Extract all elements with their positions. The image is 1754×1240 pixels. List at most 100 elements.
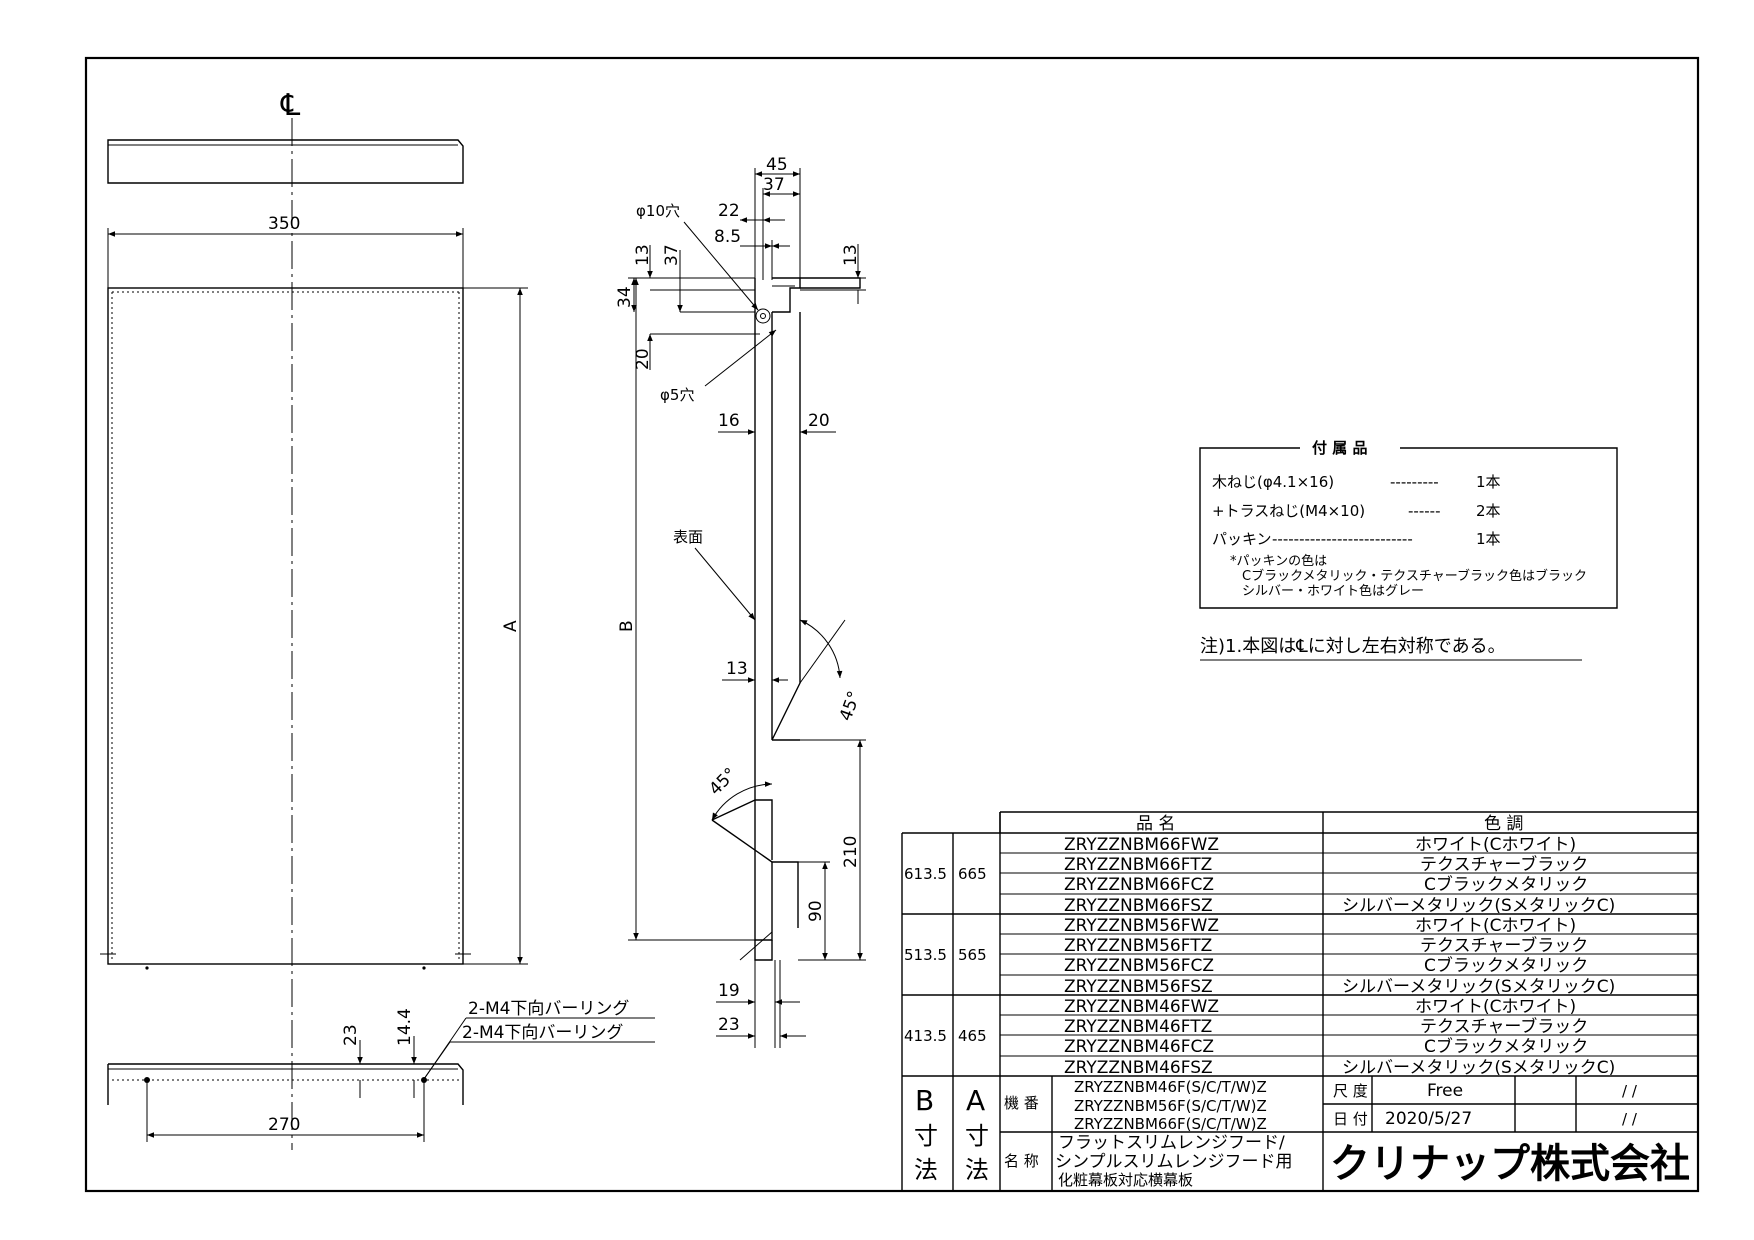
tb-g3-r2-product: ZRYZZNBM46FTZ [1064,1017,1212,1037]
tb-g3-r4-color: シルバーメタリック(SメタリックC) [1342,1058,1615,1078]
tb-g3-r2-color: テクスチャーブラック [1420,1016,1588,1037]
tb-g1-r1-product: ZRYZZNBM66FWZ [1064,835,1219,855]
tb-model-1: ZRYZZNBM46F(S/C/T/W)Z [1074,1078,1267,1096]
tb-header-product: 品 名 [1136,814,1175,834]
hole-10: φ10穴 [636,202,680,220]
accessories-box: 付 属 品 木ねじ(φ4.1×16) --------- 1本 +トラスねじ(M… [1199,439,1618,609]
tb-g1-r1-color: ホワイト(Cホワイト) [1415,835,1576,855]
tb-name-3: 化粧幕板対応横幕板 [1058,1171,1193,1189]
dim-13-left: 13 [633,244,653,266]
tb-date-label: 日 付 [1333,1110,1368,1128]
tb-a-label-3: 法 [965,1156,989,1184]
tb-b-label-3: 法 [914,1156,938,1184]
accessory-2-qty: 2本 [1476,502,1501,520]
tb-g2-r3-color: Cブラックメタリック [1424,955,1588,976]
dim-13-mid: 13 [726,659,748,679]
tb-g1-r3-color: Cブラックメタリック [1424,874,1588,895]
tb-b-label-1: B [915,1084,934,1117]
centerline-symbol: ℄ [280,88,300,123]
front-view: ℄ 350 A 270 [100,88,655,1150]
tb-g1-r4-product: ZRYZZNBM66FSZ [1064,896,1213,916]
tb-name-1: フラットスリムレンジフード/ [1058,1133,1285,1153]
dim-16: 16 [718,411,740,431]
dim-90: 90 [806,900,826,922]
tb-g3-r3-color: Cブラックメタリック [1424,1036,1588,1057]
dim-width: 350 [268,214,300,234]
accessories-title: 付 属 品 [1312,439,1367,457]
tb-b-label-2: 寸 [914,1122,938,1150]
dim-37-left: 37 [662,244,682,266]
dim-height-a: A [501,620,521,632]
tb-g2-r2-color: テクスチャーブラック [1420,935,1588,956]
side-view: 45 37 22 8.5 13 13 37 34 20 φ10穴 φ5穴 [615,155,866,1048]
callout-riveting-2: 2-M4下向バーリング [462,1023,623,1043]
accessory-3-leader: -------------------------- [1272,530,1413,548]
tb-g3-r1-color: ホワイト(Cホワイト) [1415,997,1576,1017]
title-block: 品 名 色 調 613.5 665 ZRYZZNBM66FWZ ホワイト(Cホワ… [901,811,1699,1191]
accessory-note-1: *パッキンの色は [1230,553,1327,569]
dim-19: 19 [718,981,740,1001]
tb-g2-r4-product: ZRYZZNBM56FSZ [1064,977,1213,997]
tb-g3-a: 465 [958,1027,987,1045]
accessory-1-qty: 1本 [1476,473,1501,491]
dim-210: 210 [841,836,861,868]
tb-g2-r1-color: ホワイト(Cホワイト) [1415,916,1576,936]
hole-5: φ5穴 [660,386,694,404]
accessory-note-2: Cブラックメタリック・テクスチャーブラック色はブラック [1242,568,1587,584]
dim-20: 20 [808,411,830,431]
surface-label: 表面 [673,528,703,546]
tb-scale-value: Free [1427,1081,1463,1101]
tb-g1-r2-product: ZRYZZNBM66FTZ [1064,855,1212,875]
dim-13-right: 13 [841,244,861,266]
dim-8-5: 8.5 [714,227,741,247]
tb-g2-r2-product: ZRYZZNBM56FTZ [1064,936,1212,956]
tb-g1-b: 613.5 [904,865,947,883]
tb-header-color: 色 調 [1484,814,1523,834]
tb-a-label-1: A [966,1084,985,1117]
dim-34: 34 [615,286,635,308]
tb-scale-label: 尺 度 [1333,1082,1368,1100]
tb-a-label-2: 寸 [965,1122,989,1150]
tb-g3-r1-product: ZRYZZNBM46FWZ [1064,997,1219,1017]
dim-b: B [617,620,637,632]
dim-14-4: 14.4 [395,1008,415,1046]
tb-date-value: 2020/5/27 [1385,1109,1472,1129]
dim-23-front: 23 [341,1024,361,1046]
angle-upper: 45° [836,689,865,724]
dim-22: 22 [718,201,740,221]
callout-riveting-1: 2-M4下向バーリング [468,999,629,1019]
tb-name-2: シンプルスリムレンジフード用 [1055,1152,1293,1172]
tb-g2-r4-color: シルバーメタリック(SメタリックC) [1342,977,1615,997]
tb-g3-b: 413.5 [904,1027,947,1045]
general-note: 注)1.本図は℄に対し左右対称である。 [1200,636,1506,657]
tb-model-3: ZRYZZNBM66F(S/C/T/W)Z [1074,1115,1267,1133]
tb-g1-r3-product: ZRYZZNBM66FCZ [1064,875,1214,895]
tb-name-label: 名 称 [1004,1152,1039,1170]
tb-slash-1: / / [1622,1082,1638,1100]
tb-model-label: 機 番 [1004,1094,1039,1112]
tb-g3-r3-product: ZRYZZNBM46FCZ [1064,1037,1214,1057]
accessory-2-name: +トラスねじ(M4×10) [1212,502,1365,520]
tb-slash-2: / / [1622,1110,1638,1128]
accessory-3-qty: 1本 [1476,530,1501,548]
tb-g2-b: 513.5 [904,946,947,964]
tb-g2-a: 565 [958,946,987,964]
accessory-1-leader: --------- [1390,473,1439,491]
tb-g1-r2-color: テクスチャーブラック [1420,854,1588,875]
tb-g1-r4-color: シルバーメタリック(SメタリックC) [1342,896,1615,916]
accessory-1-name: 木ねじ(φ4.1×16) [1212,473,1334,491]
angle-lower: 45° [705,764,740,799]
tb-g1-a: 665 [958,865,987,883]
accessory-2-leader: ------ [1408,502,1440,520]
tb-company: クリナップ株式会社 [1330,1141,1690,1187]
dim-37-top: 37 [763,175,785,195]
dim-45: 45 [766,155,788,175]
tb-model-2: ZRYZZNBM56F(S/C/T/W)Z [1074,1097,1267,1115]
accessory-note-3: シルバー・ホワイト色はグレー [1242,583,1424,599]
dim-23-side: 23 [718,1015,740,1035]
tb-g2-r3-product: ZRYZZNBM56FCZ [1064,956,1214,976]
sheet-border [84,56,1700,1193]
accessory-3-name: パッキン [1212,530,1272,548]
dim-hole-spacing: 270 [268,1115,300,1135]
